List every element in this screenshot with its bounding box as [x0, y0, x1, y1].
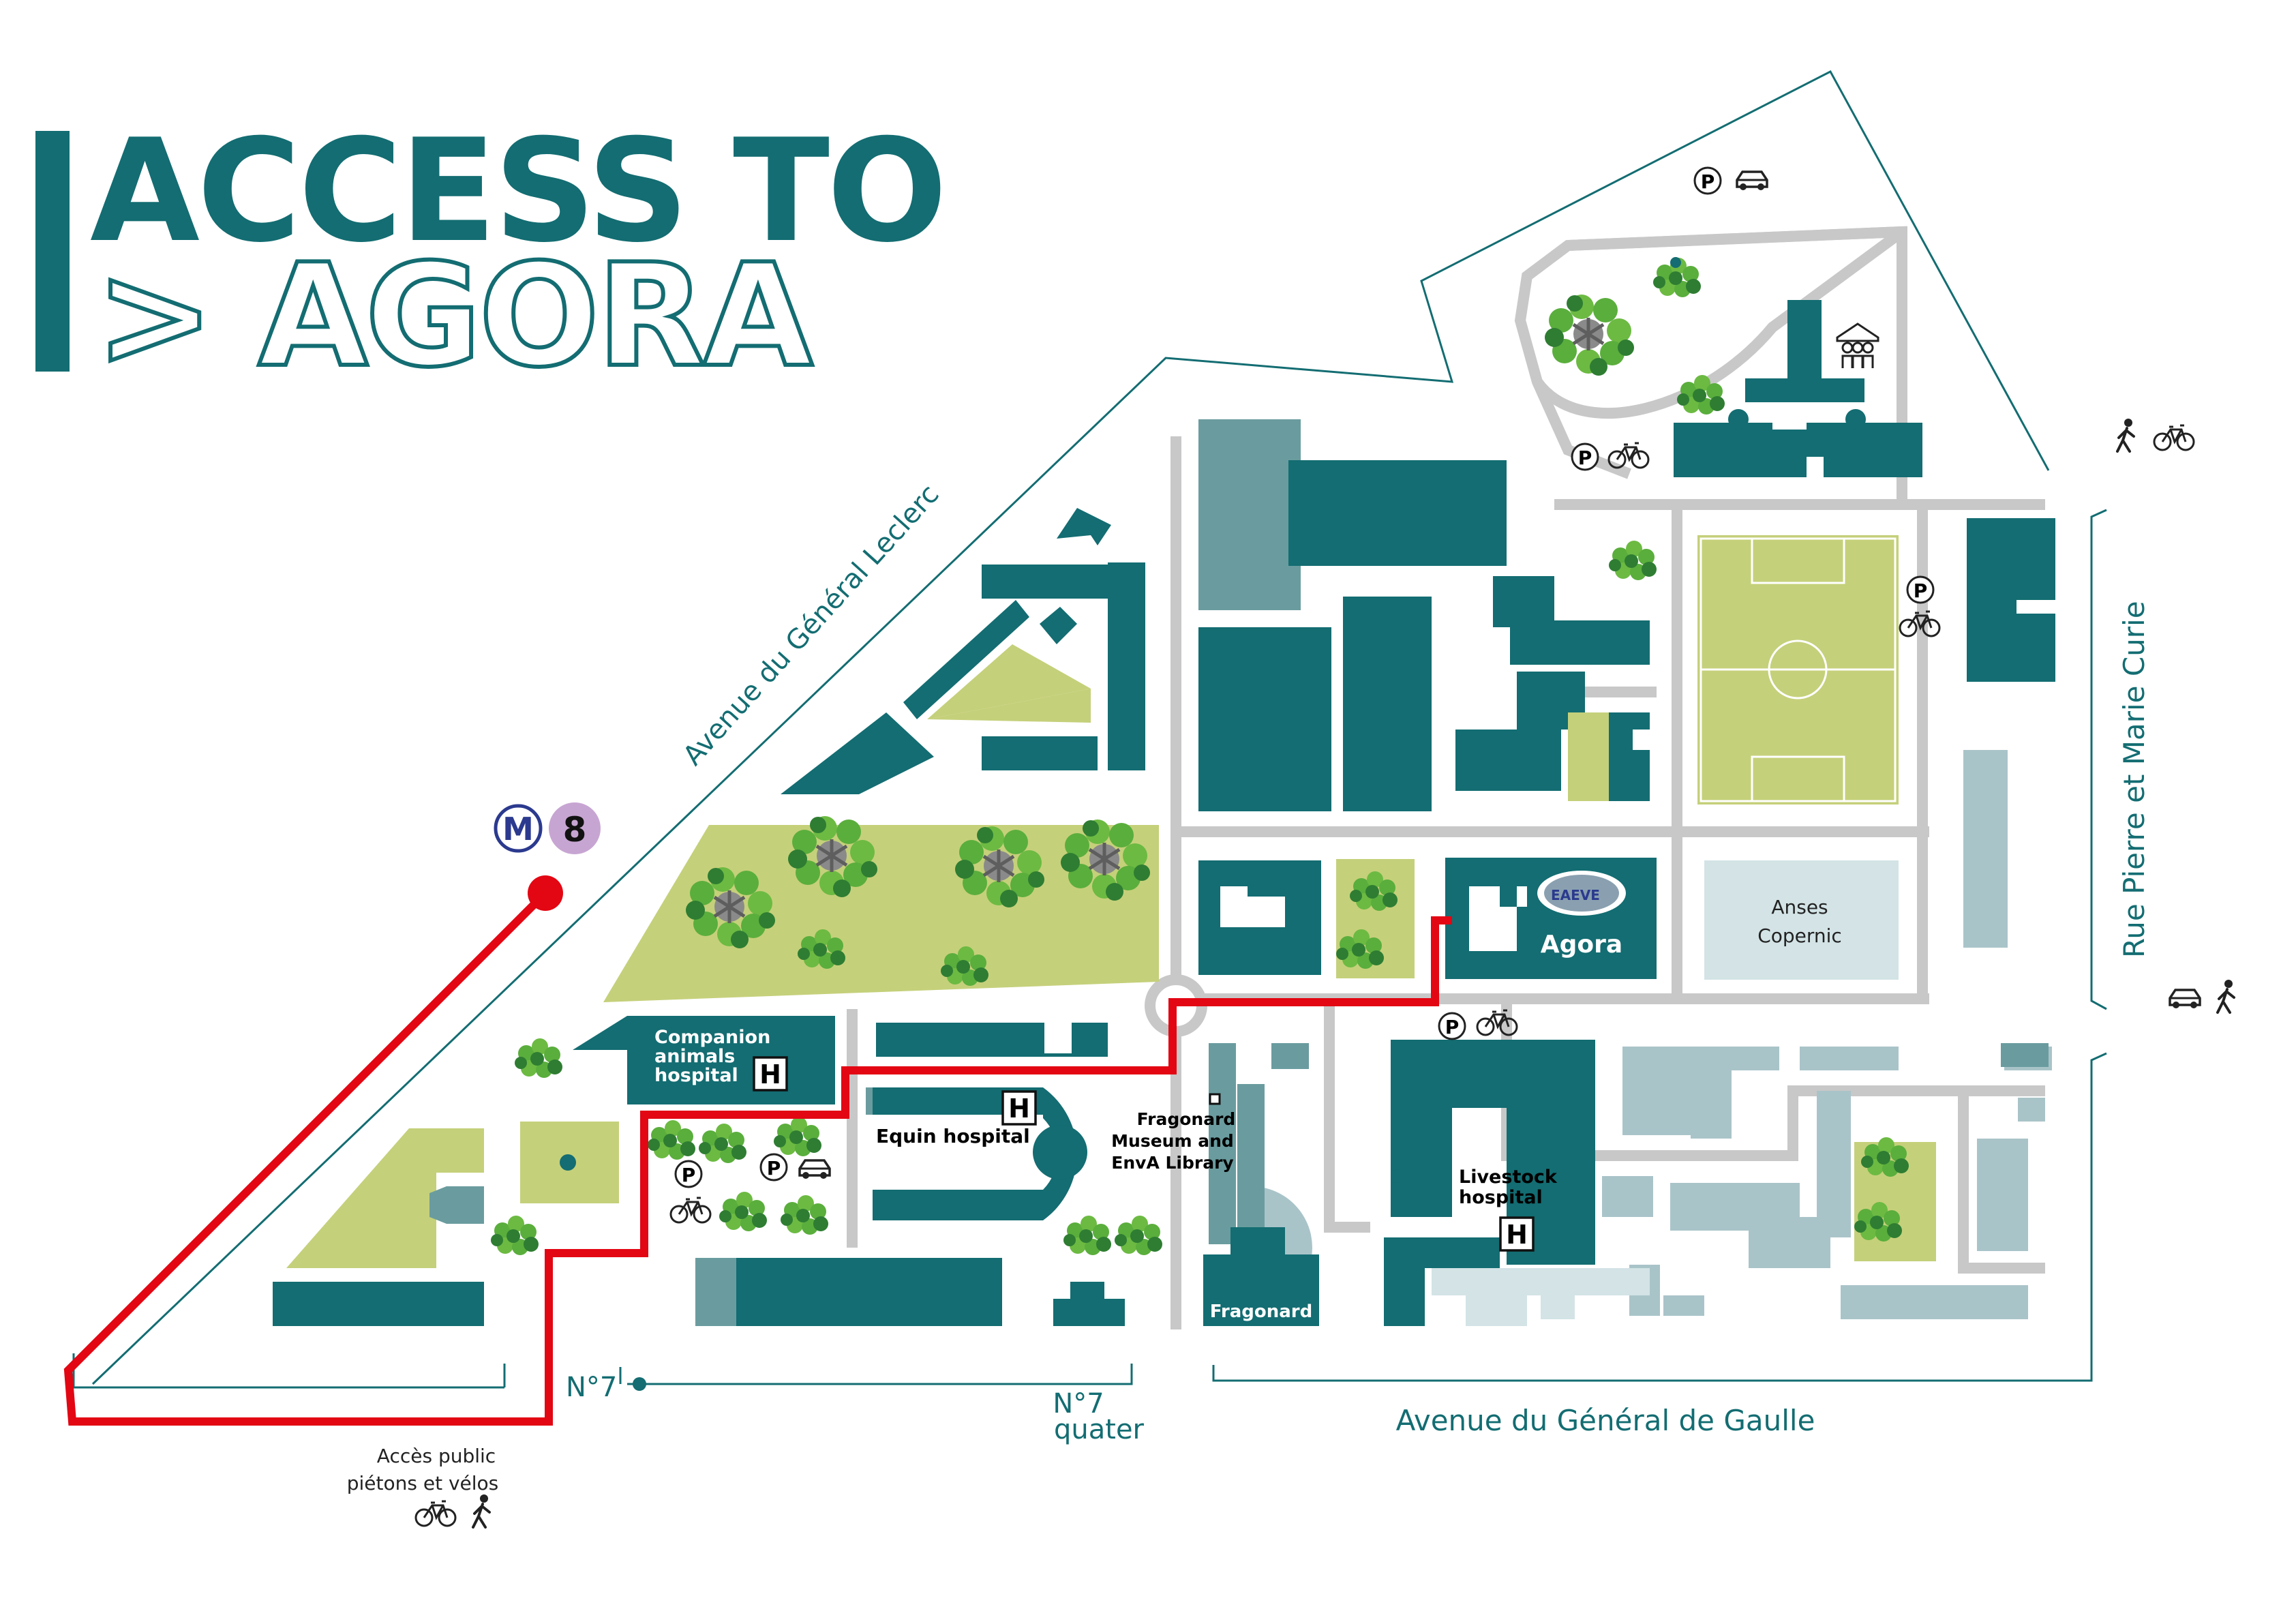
tree-icon [699, 1124, 746, 1163]
tree-icon [491, 1216, 539, 1255]
svg-text:H: H [759, 1059, 781, 1089]
svg-text:M: M [502, 811, 534, 847]
museum-label-2: Museum and [1111, 1131, 1234, 1151]
agora-building[interactable]: EAEVE Agora [1445, 858, 1657, 979]
livestock-label-1: Livestock [1459, 1167, 1558, 1188]
pale-lighter-buildings [1432, 1268, 1650, 1326]
entrance-7-marker [633, 1377, 646, 1391]
walking-route [63, 890, 1452, 1426]
svg-text:P: P [767, 1157, 781, 1179]
hospital-icon: H [1499, 1216, 1535, 1252]
svg-text:P: P [682, 1164, 696, 1186]
boundary-entrance-7 [619, 1364, 1133, 1385]
companion-label-1: Companion [654, 1027, 770, 1048]
companion-label-2: animals [654, 1046, 735, 1067]
svg-text:H: H [1008, 1094, 1030, 1124]
tree-icon [515, 1038, 562, 1078]
svg-text:P: P [1578, 447, 1592, 469]
pedestrian-icon [2116, 417, 2135, 453]
museum-label-3: EnvA Library [1111, 1153, 1233, 1173]
companion-label-3: hospital [654, 1065, 738, 1086]
fragonard-label: Fragonard [1210, 1302, 1312, 1322]
football-pitch [1700, 537, 1897, 802]
road-label-curie: Rue Pierre et Marie Curie [2117, 601, 2151, 958]
pedestrian-icon [2216, 978, 2235, 1014]
public-access-label-2: piétons et vélos [347, 1472, 499, 1494]
parking-icon: P [1906, 575, 1935, 604]
title-bar [35, 131, 70, 372]
boundary-east-south [1212, 509, 2107, 1382]
anses-label-2: Copernic [1757, 924, 1842, 947]
svg-text:H: H [1506, 1220, 1528, 1250]
public-access-label-1: Accès public [377, 1445, 496, 1467]
svg-text:P: P [1701, 170, 1715, 193]
museum-label-1: Fragonard [1137, 1109, 1236, 1129]
svg-text:P: P [1914, 580, 1928, 602]
tree-icon [1115, 1216, 1162, 1255]
bicycle-icon [2153, 424, 2195, 451]
hospital-icon: H [753, 1056, 788, 1092]
parking-icon: P [1571, 442, 1599, 471]
agora-logo: EAEVE [1551, 887, 1600, 903]
agora-label: Agora [1541, 931, 1622, 959]
entrance-n7-quater-label-2: quater [1054, 1414, 1145, 1445]
bicycle-icon [414, 1500, 457, 1527]
hospital-icon: H [1001, 1090, 1037, 1126]
metro-icon: M 8 [494, 802, 601, 854]
tree-icon [1545, 295, 1634, 376]
tree-icon [719, 1192, 767, 1231]
tree-icon [781, 1195, 828, 1235]
tree-icon [774, 1117, 821, 1156]
anses-copernic-building [1704, 860, 1899, 980]
car-icon [798, 1159, 831, 1180]
parking-icon: P [759, 1153, 788, 1182]
svg-text:8: 8 [563, 810, 587, 849]
parking-icon: P [1693, 166, 1722, 195]
bicycle-icon [669, 1197, 712, 1224]
people-icon [1836, 322, 1879, 368]
route-start [528, 875, 563, 911]
road-label-leclerc: Avenue du Général Leclerc [677, 479, 945, 772]
car-icon [2169, 989, 2201, 1010]
tree-icon [1609, 541, 1657, 580]
equin-hospital-label: Equin hospital [876, 1125, 1030, 1147]
parking-icon: P [674, 1160, 703, 1188]
title-line-1: ACCESS TO [90, 109, 945, 274]
parking-icon: P [1438, 1012, 1466, 1040]
road-label-gaulle: Avenue du Général de Gaulle [1396, 1404, 1815, 1437]
boundary-north [91, 70, 2050, 1385]
anses-label-1: Anses [1771, 896, 1828, 918]
boundary-lower-left [72, 1353, 506, 1389]
livestock-label-2: hospital [1459, 1187, 1543, 1208]
tree-icon [1063, 1216, 1111, 1255]
title-line-2: > AGORA [95, 234, 812, 399]
entrance-n7-quater-label-1: N°7 [1053, 1388, 1104, 1419]
svg-text:P: P [1445, 1016, 1460, 1038]
pedestrian-icon [472, 1493, 491, 1529]
tree-icon [648, 1120, 695, 1160]
entrance-n7-label: N°7 [566, 1372, 617, 1403]
car-icon [1736, 170, 1768, 192]
